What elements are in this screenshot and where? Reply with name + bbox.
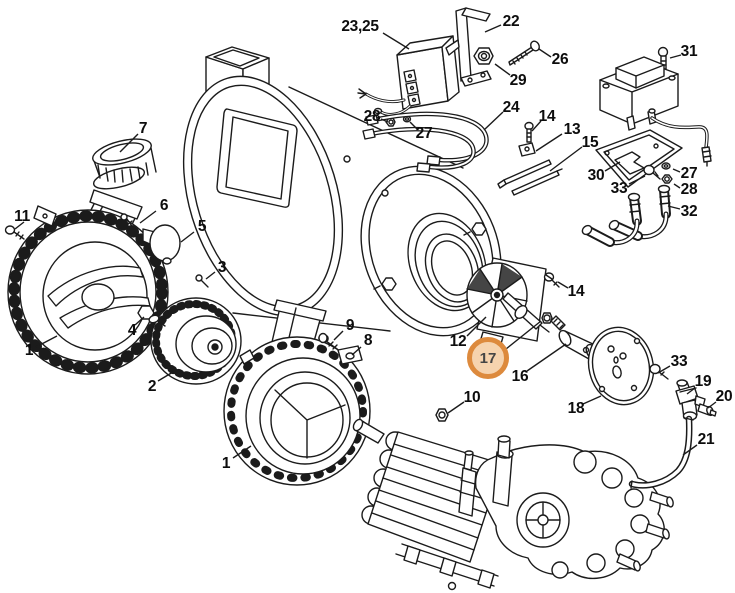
leader-line: [531, 120, 542, 132]
leader-line: [232, 445, 252, 459]
leader-line: [14, 221, 25, 230]
part-label-20[interactable]: 20: [715, 388, 733, 405]
leader-line: [604, 161, 621, 172]
electrode-art: [497, 121, 563, 196]
part-label-29[interactable]: 29: [509, 72, 527, 89]
part-label-24[interactable]: 24: [502, 99, 520, 116]
motor-pump-art: [352, 418, 674, 591]
part-label-1[interactable]: 1: [24, 342, 34, 359]
leader-line: [35, 335, 58, 348]
part-label-6[interactable]: 6: [159, 197, 169, 214]
part-label-12[interactable]: 12: [449, 333, 467, 350]
leader-line: [667, 205, 681, 210]
leader-line: [157, 371, 174, 382]
part-label-27[interactable]: 27: [680, 165, 698, 182]
part-label-5[interactable]: 5: [197, 218, 207, 235]
part-label-10[interactable]: 10: [463, 389, 481, 406]
leader-line: [494, 63, 511, 76]
leader-line: [382, 32, 410, 50]
control-module-art: [357, 35, 460, 127]
cables24-art: [362, 111, 489, 173]
part-label-21[interactable]: 21: [697, 431, 715, 448]
leader-line: [447, 401, 465, 414]
leader-line: [526, 343, 567, 372]
leader-line: [538, 48, 552, 58]
part-label-26[interactable]: 26: [551, 51, 569, 68]
part-label-27[interactable]: 27: [415, 125, 433, 142]
leader-line: [180, 231, 195, 243]
disc-hose-art: [587, 326, 717, 489]
leader-line: [672, 168, 681, 173]
part-label-23-25[interactable]: 23,25: [341, 18, 379, 35]
part-label-33[interactable]: 33: [610, 180, 628, 197]
selected-part-label: 17: [479, 349, 497, 367]
leader-line: [657, 365, 671, 374]
leader-line: [549, 146, 583, 172]
leader-line: [333, 330, 344, 341]
leader-line: [707, 401, 717, 409]
leader-line: [686, 387, 696, 395]
part-label-28[interactable]: 28: [363, 108, 381, 125]
leader-line: [505, 320, 542, 350]
part-label-7[interactable]: 7: [138, 120, 148, 137]
selected-part-marker-17[interactable]: 17: [467, 337, 509, 379]
part-label-14[interactable]: 14: [538, 108, 556, 125]
leader-line: [119, 133, 139, 153]
leader-line: [682, 444, 698, 456]
part-label-33[interactable]: 33: [670, 353, 688, 370]
part-label-30[interactable]: 30: [587, 167, 605, 184]
part-label-18[interactable]: 18: [567, 400, 585, 417]
ignition-coil-art: [581, 46, 712, 247]
part-label-1[interactable]: 1: [221, 455, 231, 472]
leader-line: [409, 121, 418, 130]
leader-line: [557, 281, 569, 289]
part-label-31[interactable]: 31: [680, 43, 698, 60]
leader-line: [466, 316, 487, 337]
leader-line: [484, 24, 502, 33]
leader-line: [535, 133, 563, 152]
leader-line: [380, 118, 389, 123]
leader-line: [673, 183, 681, 189]
part-label-4[interactable]: 4: [127, 322, 137, 339]
part-label-2[interactable]: 2: [147, 378, 157, 395]
part-label-11[interactable]: 11: [14, 208, 30, 225]
leader-line: [351, 346, 362, 356]
fan12-assembly-art: [435, 257, 599, 422]
leader-line: [134, 316, 145, 326]
part-label-16[interactable]: 16: [511, 368, 529, 385]
part-label-14[interactable]: 14: [567, 283, 585, 300]
leader-line: [582, 395, 602, 405]
part-label-8[interactable]: 8: [363, 332, 373, 349]
blower-right-art: [223, 299, 371, 486]
part-label-15[interactable]: 15: [581, 134, 599, 151]
leader-line: [628, 175, 646, 185]
bracket-art: [445, 7, 540, 87]
part-label-3[interactable]: 3: [217, 259, 227, 276]
leader-line: [139, 210, 157, 224]
part-label-22[interactable]: 22: [502, 13, 520, 30]
part-label-19[interactable]: 19: [694, 373, 712, 390]
fan-wheel2-art: [137, 297, 242, 385]
part-label-32[interactable]: 32: [680, 203, 698, 220]
blower-left-art: [4, 138, 209, 375]
leader-line: [669, 54, 682, 59]
part-label-28[interactable]: 28: [680, 181, 698, 198]
part-label-13[interactable]: 13: [563, 121, 581, 138]
leader-line: [205, 271, 216, 280]
tank-art: [182, 75, 502, 337]
part-label-9[interactable]: 9: [345, 317, 355, 334]
leader-line: [483, 111, 504, 131]
